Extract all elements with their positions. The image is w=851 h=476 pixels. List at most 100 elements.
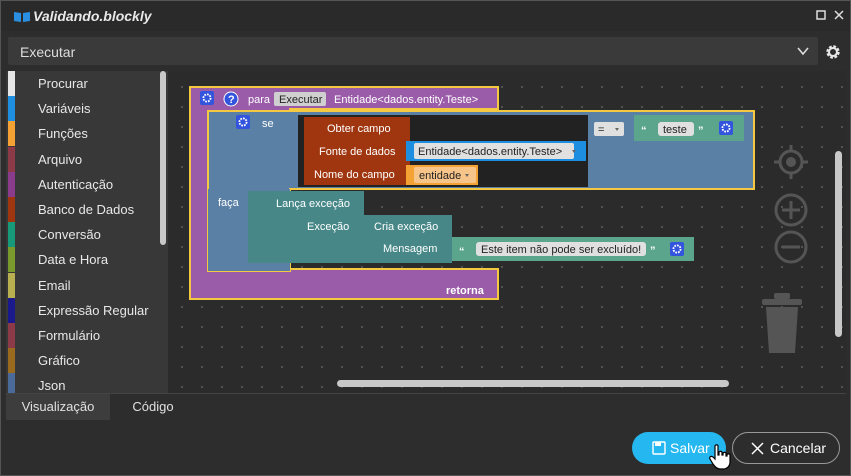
zoom-in-button[interactable] xyxy=(774,193,808,227)
category-color-swatch xyxy=(8,121,15,147)
category-label: Email xyxy=(38,277,71,293)
throw-label: Lança exceção xyxy=(276,198,350,210)
category-item[interactable]: Data e Hora xyxy=(6,247,161,273)
category-label: Banco de Dados xyxy=(38,202,135,217)
category-label: Variáveis xyxy=(38,101,91,117)
category-color-swatch xyxy=(8,323,15,348)
zoom-in-icon xyxy=(774,193,808,227)
category-item[interactable]: Arquivo xyxy=(6,146,161,172)
save-icon xyxy=(652,441,666,455)
category-label: Expressão Regular xyxy=(38,302,149,318)
function-name-field[interactable] xyxy=(274,92,326,106)
operator-value: = xyxy=(598,124,604,136)
maximize-button[interactable] xyxy=(814,9,828,23)
operator-dropdown[interactable] xyxy=(594,122,624,136)
do-label: faça xyxy=(218,197,240,209)
category-item[interactable]: Conversão xyxy=(6,222,161,248)
create-exception-block[interactable]: Cria exceção Mensagem xyxy=(364,215,452,263)
message-value-field[interactable] xyxy=(476,242,646,256)
zoom-out-button[interactable] xyxy=(774,230,808,264)
category-color-swatch xyxy=(8,297,15,323)
if-keyword: se xyxy=(262,118,274,130)
category-color-swatch xyxy=(8,197,15,222)
category-label: Formulário xyxy=(38,328,101,343)
if-settings-icon[interactable] xyxy=(236,115,250,129)
function-select[interactable]: Executar xyxy=(8,37,818,65)
tab-visualizacao[interactable]: Visualização xyxy=(6,394,110,420)
return-label: retorna xyxy=(446,285,485,297)
workspace-vertical-scrollbar[interactable] xyxy=(835,151,842,337)
get-field-block[interactable]: Obter campo Fonte de dados Nome do campo… xyxy=(298,115,588,187)
entity-variable-dropdown[interactable] xyxy=(414,143,574,159)
text-value: teste xyxy=(663,124,687,136)
book-icon xyxy=(14,12,30,22)
function-keyword: para xyxy=(248,94,271,106)
category-label: Funções xyxy=(38,126,88,142)
category-item[interactable]: Formulário xyxy=(6,323,161,348)
title-bar: Validando.blockly xyxy=(1,1,850,31)
category-color-swatch xyxy=(8,71,15,96)
text-value-field[interactable] xyxy=(658,122,694,136)
help-icon[interactable]: ? xyxy=(223,91,239,107)
category-item[interactable]: Banco de Dados xyxy=(6,197,161,222)
gear-icon xyxy=(826,45,840,59)
function-settings-icon[interactable] xyxy=(200,91,214,105)
category-label: Gráfico xyxy=(38,353,80,369)
source-label: Fonte de dados xyxy=(319,146,396,158)
category-color-swatch xyxy=(8,222,15,248)
trash-icon xyxy=(762,293,802,353)
function-name: Executar xyxy=(279,94,323,106)
svg-text:“: “ xyxy=(641,125,647,137)
category-color-swatch xyxy=(8,373,15,393)
close-window-button[interactable] xyxy=(832,9,846,23)
create-exception-label: Cria exceção xyxy=(374,221,438,233)
category-item[interactable]: Json xyxy=(6,373,161,393)
chevron-down-icon xyxy=(797,47,809,56)
settings-gear-button[interactable] xyxy=(824,43,842,61)
close-icon xyxy=(834,10,844,20)
category-label: Procurar xyxy=(38,76,88,91)
category-item[interactable]: Procurar xyxy=(6,71,161,96)
svg-text:?: ? xyxy=(228,94,235,106)
text-block-message[interactable]: “ Este item não pode ser excluído! ” xyxy=(452,237,694,261)
tab-codigo[interactable]: Código xyxy=(132,399,174,414)
cancel-button[interactable]: Cancelar xyxy=(732,432,840,464)
field-name-label: Nome do campo xyxy=(314,169,395,181)
svg-text:”: ” xyxy=(698,125,704,137)
category-label: Json xyxy=(38,378,66,393)
function-signature: Entidade<dados.entity.Teste> xyxy=(334,94,478,106)
category-item[interactable]: Funções xyxy=(6,121,161,147)
category-label: Conversão xyxy=(38,227,101,243)
category-item[interactable]: Gráfico xyxy=(6,348,161,374)
category-color-swatch xyxy=(8,272,15,298)
category-item[interactable]: Email xyxy=(6,272,161,298)
workspace-horizontal-scrollbar[interactable] xyxy=(337,380,729,387)
toolbox-scrollbar[interactable] xyxy=(160,71,166,245)
text-block-teste[interactable]: “ teste ” xyxy=(634,115,744,141)
trash-button[interactable] xyxy=(762,293,802,353)
get-field-label: Obter campo xyxy=(327,123,391,135)
message-label: Mensagem xyxy=(383,243,437,255)
svg-text:”: ” xyxy=(650,245,656,257)
category-item[interactable]: Expressão Regular xyxy=(6,297,161,323)
save-label: Salvar xyxy=(670,440,710,456)
category-item[interactable]: Autenticação xyxy=(6,171,161,197)
blockly-workspace[interactable]: ? para Executar Entidade<dados.entity.Te… xyxy=(168,71,846,393)
recenter-button[interactable] xyxy=(774,145,808,179)
message-value: Este item não pode ser excluído! xyxy=(481,244,641,256)
category-label: Arquivo xyxy=(38,151,83,167)
category-item[interactable]: Variáveis xyxy=(6,96,161,122)
maximize-icon xyxy=(816,10,826,20)
function-select-value: Executar xyxy=(20,44,76,60)
exception-label: Exceção xyxy=(307,221,349,233)
window-title: Validando.blockly xyxy=(33,8,152,24)
text-settings-icon[interactable] xyxy=(719,121,733,135)
field-name-dropdown[interactable] xyxy=(414,167,476,183)
field-name-value: entidade xyxy=(419,170,461,182)
category-color-swatch xyxy=(8,247,15,273)
message-settings-icon[interactable] xyxy=(670,242,684,256)
category-label: Data e Hora xyxy=(38,252,109,268)
cancel-label: Cancelar xyxy=(770,440,827,456)
throw-exception-block[interactable]: Lança exceção Exceção xyxy=(248,191,364,263)
